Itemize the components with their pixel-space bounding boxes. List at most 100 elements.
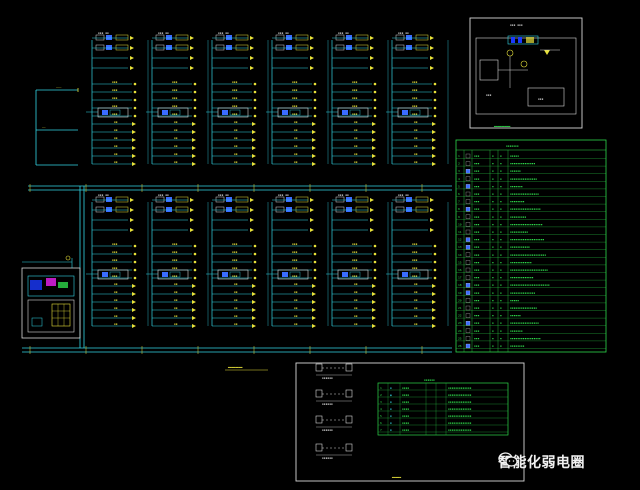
svg-text:▪▪: ▪▪ (114, 152, 118, 156)
svg-text:▪▪▪: ▪▪▪ (474, 245, 480, 249)
svg-text:▪▪: ▪▪ (114, 136, 118, 140)
svg-text:▪▪▪: ▪▪▪ (474, 215, 480, 219)
svg-text:▪▪▪▪▪▪▪▪: ▪▪▪▪▪▪▪▪ (510, 200, 525, 204)
floor-block: ▪▪▪▪▪▪▪▪▪▪▪▪▪▪▪▪▪▪▪▪▪▪▪▪▪▪▪▪▪▪ ▪▪ (206, 193, 269, 328)
svg-text:19: 19 (458, 291, 462, 295)
svg-text:▪: ▪ (500, 291, 502, 295)
svg-text:▪: ▪ (492, 184, 494, 188)
svg-text:▪▪▪: ▪▪▪ (112, 266, 118, 270)
svg-text:▪▪▪: ▪▪▪ (474, 169, 480, 173)
svg-text:▪: ▪ (492, 215, 494, 219)
watermark-text: 智能化弱电圈 (498, 455, 585, 471)
small-legend-table: ▪▪▪▪▪▪1▪▪▪▪▪▪▪▪▪▪▪▪▪▪▪▪▪▪2◉▪▪▪▪▪▪▪▪▪▪▪▪▪… (377, 378, 509, 436)
svg-text:▪: ▪ (500, 230, 502, 234)
wechat-icon (498, 452, 518, 467)
svg-text:▪▪: ▪▪ (414, 314, 418, 318)
svg-text:20: 20 (458, 298, 462, 302)
svg-text:▪▪▪▪▪▪▪▪: ▪▪▪▪▪▪▪▪ (510, 344, 525, 348)
svg-text:▪▪: ▪▪ (114, 144, 118, 148)
svg-text:▪: ▪ (492, 253, 494, 257)
svg-text:▪▪: ▪▪ (174, 298, 178, 302)
svg-text:▪: ▪ (390, 428, 392, 432)
svg-text:▪▪: ▪▪ (234, 298, 238, 302)
svg-text:▪: ▪ (500, 276, 502, 280)
svg-text:▪▪: ▪▪ (414, 298, 418, 302)
svg-text:▪▪▪: ▪▪▪ (474, 306, 480, 310)
svg-text:▪: ▪ (500, 298, 502, 302)
svg-text:7: 7 (458, 200, 460, 204)
svg-text:▪▪: ▪▪ (414, 136, 418, 140)
svg-text:▪▪: ▪▪ (354, 136, 358, 140)
svg-text:▪▪▪: ▪▪▪ (112, 242, 118, 246)
svg-text:▪▪▪: ▪▪▪ (292, 80, 298, 84)
svg-text:▪▪▪▪: ▪▪▪▪ (402, 386, 409, 390)
svg-text:▪▪: ▪▪ (114, 128, 118, 132)
svg-text:▪▪▪: ▪▪▪ (172, 274, 178, 278)
svg-text:▪▪: ▪▪ (354, 128, 358, 132)
svg-text:▪▪▪▪▪▪▪▪▪▪▪▪: ▪▪▪▪▪▪▪▪▪▪▪▪ (510, 260, 532, 264)
svg-text:▪: ▪ (492, 200, 494, 204)
svg-text:4: 4 (380, 407, 382, 411)
svg-text:17: 17 (458, 276, 462, 280)
svg-text:▪: ▪ (500, 169, 502, 173)
svg-text:▪: ▪ (500, 200, 502, 204)
svg-text:▪: ▪ (492, 260, 494, 264)
svg-text:9: 9 (458, 215, 460, 219)
svg-text:▪▪▪: ▪▪▪ (412, 112, 418, 116)
svg-text:▪: ▪ (492, 291, 494, 295)
svg-text:▪: ▪ (500, 306, 502, 310)
svg-text:▪: ▪ (492, 230, 494, 234)
svg-text:▪▪: ▪▪ (234, 120, 238, 124)
svg-text:▪▪: ▪▪ (114, 314, 118, 318)
svg-text:▪: ▪ (500, 329, 502, 333)
svg-text:▪▪▪▪▪▪▪▪▪: ▪▪▪▪▪▪▪▪▪ (510, 215, 526, 219)
svg-text:▪▪▪: ▪▪▪ (112, 250, 118, 254)
svg-text:▪▪▪: ▪▪▪ (172, 266, 178, 270)
svg-text:18: 18 (458, 283, 462, 287)
svg-text:12: 12 (458, 238, 462, 242)
svg-text:▪▪▪: ▪▪▪ (474, 200, 480, 204)
svg-text:▪▪▪▪▪▪▪▪▪▪▪▪▪▪▪▪▪▪▪▪▪: ▪▪▪▪▪▪▪▪▪▪▪▪▪▪▪▪▪▪▪▪▪ (510, 268, 548, 272)
svg-text:▪: ▪ (500, 192, 502, 196)
svg-text:▪▪▪: ▪▪▪ (292, 104, 298, 108)
svg-text:▪▪▪ ▪▪: ▪▪▪ ▪▪ (218, 31, 229, 35)
svg-text:▪▪: ▪▪ (414, 282, 418, 286)
svg-text:▪▪▪: ▪▪▪ (292, 274, 298, 278)
svg-text:▪▪▪: ▪▪▪ (474, 253, 480, 257)
svg-text:▪▪: ▪▪ (414, 144, 418, 148)
floor-block: ▪▪▪▪▪▪▪▪▪▪▪▪▪▪▪▪▪▪▪▪▪▪▪▪▪▪▪▪▪▪ ▪▪ (386, 193, 449, 328)
bottom-detail-frame (295, 362, 525, 482)
svg-text:▪▪▪▪▪▪▪▪▪▪▪▪▪▪▪▪▪▪: ▪▪▪▪▪▪▪▪▪▪▪▪▪▪▪▪▪▪ (510, 222, 543, 226)
connection-symbols: ▪▪▪▪▪▪▪▪▪▪▪▪▪▪▪▪▪▪▪▪▪▪▪▪ (315, 363, 353, 460)
svg-text:25: 25 (458, 336, 462, 340)
svg-text:11: 11 (458, 230, 462, 234)
svg-text:3: 3 (380, 400, 382, 404)
svg-text:22: 22 (458, 314, 462, 318)
svg-text:▪: ▪ (500, 336, 502, 340)
svg-text:▪: ▪ (492, 329, 494, 333)
svg-text:▪▪▪ ▪▪: ▪▪▪ ▪▪ (158, 193, 169, 197)
svg-text:▪▪▪: ▪▪▪ (474, 162, 480, 166)
svg-text:▪▪▪: ▪▪▪ (412, 104, 418, 108)
svg-text:▪▪▪: ▪▪▪ (112, 96, 118, 100)
svg-text:▪▪▪▪▪▪▪▪▪▪▪: ▪▪▪▪▪▪▪▪▪▪▪ (510, 245, 530, 249)
svg-text:▪▪▪▪: ▪▪▪▪ (402, 421, 409, 425)
svg-text:2: 2 (458, 162, 460, 166)
svg-text:▪▪▪▪▪: ▪▪▪▪▪ (510, 298, 519, 302)
svg-text:▪▪▪▪▪▪: ▪▪▪▪▪▪ (510, 314, 521, 318)
svg-text:▪▪: ▪▪ (174, 322, 178, 326)
svg-text:▪▪▪: ▪▪▪ (232, 104, 238, 108)
detail-box: ▪▪▪ ▪▪▪ ▪▪▪ ▪▪▪ ▂▂▂▂▂▂▂▂▂ (469, 17, 583, 129)
svg-text:1: 1 (380, 386, 382, 390)
svg-text:▪: ▪ (492, 268, 494, 272)
svg-text:▪▪▪: ▪▪▪ (474, 329, 480, 333)
svg-text:▪: ▪ (500, 222, 502, 226)
svg-text:5: 5 (380, 414, 382, 418)
svg-text:▪▪▪▪: ▪▪▪▪ (402, 407, 409, 411)
svg-text:▪▪▪: ▪▪▪ (232, 88, 238, 92)
svg-text:▪▪▪: ▪▪▪ (292, 266, 298, 270)
svg-text:▪▪: ▪▪ (174, 144, 178, 148)
svg-text:▪▪▪: ▪▪▪ (474, 154, 480, 158)
svg-text:▪▪: ▪▪ (294, 290, 298, 294)
